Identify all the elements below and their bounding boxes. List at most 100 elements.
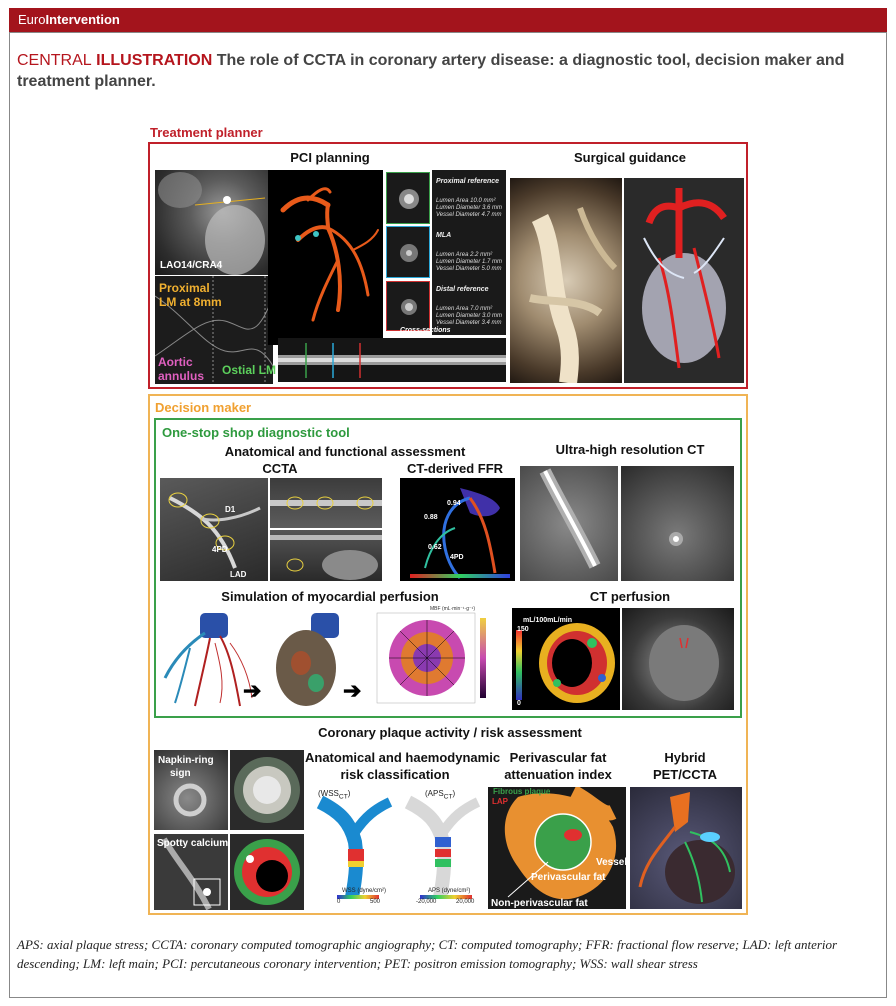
- aps-model-graphic: [404, 795, 481, 899]
- ccta-d1-label: D1: [225, 505, 236, 514]
- mbf-label: MBF (mL·min⁻¹·g⁻¹): [430, 606, 475, 612]
- coronary-tree-graphic: [280, 187, 379, 322]
- ccta-lad-label-2: LAD: [385, 542, 402, 551]
- ffr-088: 0.88: [424, 514, 438, 521]
- hybrid-title: Hybrid: [664, 750, 706, 765]
- nonperivascular-label: Non-perivascular fat: [491, 898, 588, 909]
- prox-ref-val-1: Lumen Area 10.0 mm²: [436, 198, 496, 204]
- ultra-hr-image-1-graphic: [539, 468, 601, 569]
- napkin-ring-graphic: [173, 783, 207, 817]
- pet-ccta-image: [630, 787, 742, 909]
- lap-label: LAP: [492, 797, 508, 806]
- straightened-vessel-graphic: [278, 343, 506, 378]
- treatment-planner-label: Treatment planner: [150, 125, 263, 140]
- ccta-title: CCTA: [262, 461, 298, 476]
- mbf-polar-map: [372, 608, 494, 708]
- wss-ct-label: (WSSCT): [318, 789, 351, 801]
- sim-heart-model: [266, 608, 346, 708]
- aps-colorbar: [420, 895, 472, 899]
- ostial-lm-label: Ostial LM: [222, 363, 277, 377]
- figure-footnote: APS: axial plaque stress; CCTA: coronary…: [17, 937, 838, 971]
- coronary-tree-3d: [268, 170, 383, 345]
- spotty-calcium-graphic: [161, 837, 221, 910]
- distal-val-1: Lumen Area 7.0 mm²: [436, 306, 493, 312]
- brand-plain: Euro: [18, 12, 46, 27]
- aortic-label: Aortic: [158, 355, 193, 369]
- wss-max: 500: [370, 899, 381, 905]
- ct-perfusion-title: CT perfusion: [589, 589, 671, 604]
- ultra-hr-image-1: [520, 466, 618, 581]
- aps-max: 20,000: [456, 899, 475, 905]
- napkin-label: Napkin-ring: [158, 755, 214, 766]
- aps-model: [398, 787, 484, 904]
- napkin-ivus-graphic: [234, 757, 300, 823]
- title-text: The role of CCTA in coronary artery dise…: [17, 52, 845, 90]
- straightened-vessel-view: [278, 338, 506, 382]
- proximal-lm-label-2: LM at 8mm: [159, 295, 222, 309]
- surgical-heart-graphic: [642, 188, 727, 369]
- ct-ffr-graphic: [410, 488, 510, 580]
- cross-section-values-panel: [432, 170, 506, 335]
- surgical-3d-anatomy: [510, 178, 622, 383]
- ccta-image-3-graphic: [270, 535, 382, 580]
- cross-section-distal-graphic: [401, 299, 417, 315]
- wss-model: [310, 787, 396, 904]
- proximal-lm-label: Proximal: [159, 281, 210, 295]
- surgical-guidance-title: Surgical guidance: [574, 150, 686, 165]
- lm-curve-plot: [155, 276, 273, 384]
- cross-sections-label: Cross-sections: [400, 327, 451, 334]
- cross-section-distal: [386, 281, 430, 331]
- wss-min: 0: [337, 899, 341, 905]
- annulus-label: annulus: [158, 369, 205, 383]
- lm-curve-graphic: [155, 276, 273, 384]
- mla-val-1: Lumen Area 2.2 mm²: [436, 252, 493, 258]
- anat-func-title: Anatomical and functional assessment: [224, 444, 466, 459]
- spotty-calcium-label: Spotty calcium: [157, 838, 229, 849]
- surgical-heart-model: [624, 178, 744, 383]
- perf-unit-label: mL/100mL/min: [523, 617, 573, 624]
- distal-val-3: Vessel Diameter 3.4 mm: [436, 320, 502, 326]
- wss-label-sub: CT: [338, 793, 348, 801]
- distal-val-2: Lumen Diameter 3.0 mm: [436, 313, 503, 319]
- wss-scale-label: WSS (dyne/cm²): [342, 888, 387, 894]
- perivascular-label: Perivascular fat: [531, 872, 606, 883]
- surgical-3d-graphic: [529, 207, 618, 383]
- wss-colorbar: [337, 895, 379, 899]
- ultra-hr-image-2-graphic: [669, 532, 683, 546]
- fibrous-plaque-label: Fibrous plaque: [493, 787, 551, 796]
- ffr-094: 0.94: [447, 500, 461, 507]
- ffr-062: 0.62: [428, 544, 442, 551]
- proximal-reference-label: Proximal reference: [436, 178, 500, 185]
- aps-ct-label: (APSCT): [425, 789, 456, 801]
- ct-perfusion-map-graphic: [516, 623, 615, 703]
- simulation-title: Simulation of myocardial perfusion: [221, 589, 439, 604]
- pvfat-title: Perivascular fat: [509, 750, 607, 765]
- ultra-hr-image-2: [621, 466, 734, 581]
- pvfat-title-2: attenuation index: [504, 767, 612, 782]
- title-illustration: ILLUSTRATION: [96, 52, 213, 69]
- ct-perfusion-ct-graphic: [649, 625, 719, 701]
- aps-label-sub: CT: [443, 793, 453, 801]
- mbf-polar-map-graphic: [376, 612, 486, 704]
- sim-heart-model-graphic: [276, 613, 339, 706]
- wss-label-main: (WSS: [318, 789, 339, 798]
- napkin-ring-image: [154, 750, 228, 830]
- lao-ct-image: [155, 170, 268, 275]
- ccta-image-2: [270, 478, 382, 528]
- aps-scale-label: APS (dyne/cm²): [428, 888, 471, 894]
- ffr-4pd: 4PD: [450, 554, 464, 561]
- mla-val-3: Vessel Diameter 5.0 mm: [436, 266, 502, 272]
- ct-perfusion-ct-image: [622, 608, 734, 710]
- ct-ffr-image: [400, 478, 515, 581]
- sim-coronary-tree: [160, 608, 260, 708]
- pet-ccta-graphic: [638, 792, 735, 904]
- cross-section-mla-graphic: [400, 244, 418, 262]
- ctffr-title: CT-derived FFR: [406, 461, 504, 476]
- journal-header-bar: EuroIntervention: [9, 8, 887, 32]
- prox-ref-val-2: Lumen Diameter 3.6 mm: [436, 205, 503, 211]
- decision-maker-box: [148, 394, 748, 915]
- perf-min-label: 0: [517, 700, 521, 707]
- napkin-ivus-image: [230, 750, 304, 830]
- ccta-image-1-graphic: [168, 492, 261, 569]
- ccta-image-1: [160, 478, 268, 581]
